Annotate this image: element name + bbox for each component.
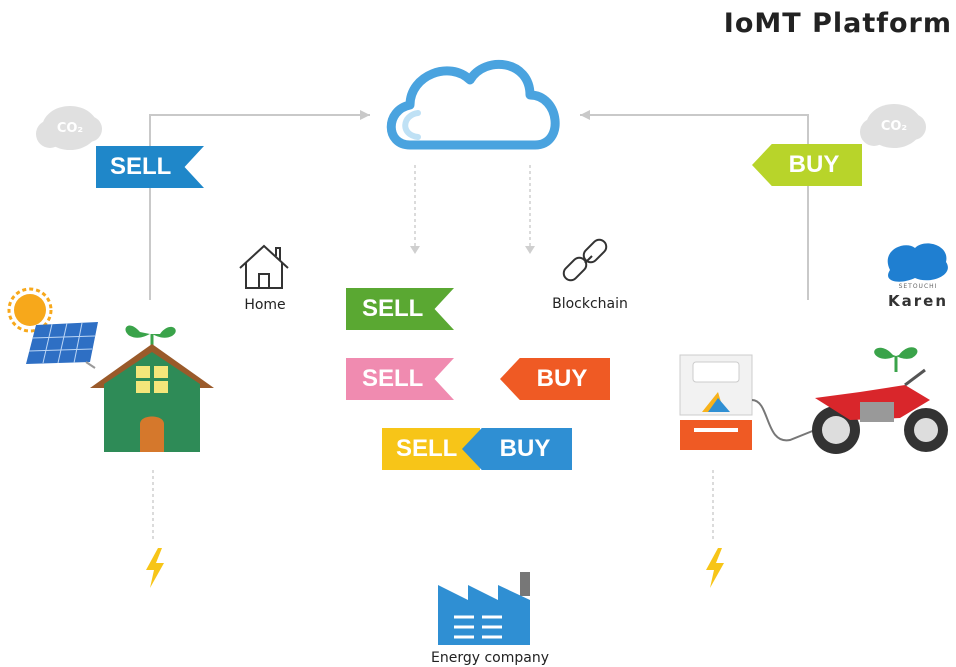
factory-icon — [438, 572, 530, 645]
cloud-icon — [386, 60, 560, 150]
co2-left-icon: CO₂ — [36, 106, 102, 150]
page-title: IoMT Platform — [723, 8, 952, 39]
connector-home-cloud — [149, 114, 370, 300]
bolts — [146, 548, 724, 588]
karen-small-label: SETOUCHI — [898, 283, 938, 290]
dashed-lines — [152, 165, 714, 540]
home-label: Home — [244, 297, 286, 313]
connector-bike-cloud — [580, 114, 809, 300]
connector-arrowheads — [360, 110, 590, 120]
dash-arrow-2 — [525, 246, 535, 254]
dash-arrowheads — [410, 246, 535, 254]
energy-company-label: Energy company — [431, 650, 549, 666]
buy-tag-right: BUY — [752, 144, 862, 186]
buy-tag-orange: BUY — [500, 358, 610, 400]
karen-label: Karen — [888, 292, 948, 310]
house-icon — [90, 325, 214, 452]
chain-icon — [562, 238, 608, 282]
bolt-right-icon — [706, 548, 724, 588]
motorbike-icon — [812, 347, 948, 454]
sun-icon — [7, 287, 53, 333]
sell-tag-yellow: SELL — [382, 428, 480, 470]
arrow-head-left — [360, 110, 370, 120]
karen-logo — [887, 243, 948, 282]
arrow-head-right — [580, 110, 590, 120]
home-icon — [239, 244, 289, 289]
co2-right-icon: CO₂ — [860, 104, 926, 148]
bolt-left-icon — [146, 548, 164, 588]
charger-icon — [679, 354, 816, 450]
connector-lines — [149, 114, 809, 300]
solar-panel-icon — [26, 322, 98, 369]
buy-tag-blue: BUY — [462, 428, 572, 470]
blockchain-label: Blockchain — [552, 296, 628, 312]
dash-arrow-1 — [410, 246, 420, 254]
